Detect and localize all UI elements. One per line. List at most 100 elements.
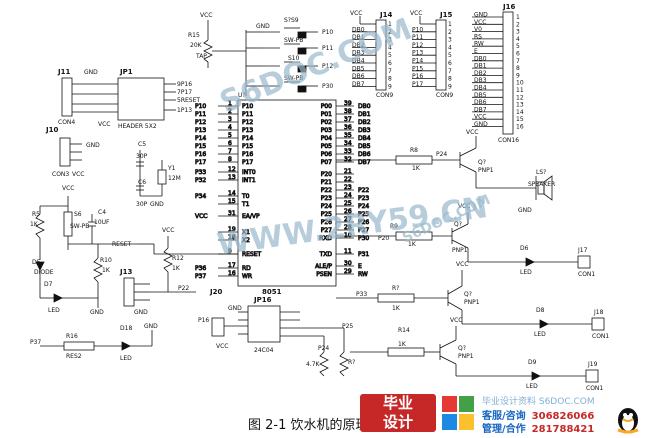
mcu-pin-name-right: P27 xyxy=(321,227,332,234)
mcu-net-right: DB6 xyxy=(358,151,371,158)
lcd-pin-number: 9 xyxy=(516,72,520,79)
d6-ref: D6 xyxy=(520,245,529,252)
header-pin-net: DB7 xyxy=(352,81,365,88)
mcu-net-left: P34 xyxy=(195,193,206,200)
y1-ref: Y1 xyxy=(167,165,176,172)
j14-vcc: VCC xyxy=(350,10,362,17)
mcu-net-right: P25 xyxy=(358,211,369,218)
lcd-pin-number: 10 xyxy=(516,80,524,87)
mcu-net-left: P11 xyxy=(195,111,206,118)
header-pin-net: DB0 xyxy=(352,26,365,33)
relay1-q-ref: Q? xyxy=(454,221,462,228)
r8-ref: R8 xyxy=(410,147,418,154)
mcu-pin-num-left: 14 xyxy=(228,190,236,197)
mcu-pin-name-left: EA/VP xyxy=(242,213,260,220)
d7-ref: D7 xyxy=(44,281,53,288)
switch-s9-ref: S?S9 xyxy=(284,17,299,24)
lcd-pin-net: RW xyxy=(474,41,484,48)
header-pin-number: 9 xyxy=(448,83,452,90)
reset-net: RESET xyxy=(112,241,132,248)
power-led-net: P37 xyxy=(30,339,41,346)
j20-connector-body xyxy=(211,317,225,337)
r9-ref: R9 xyxy=(390,223,398,230)
mcu-pin-num-left: 3 xyxy=(228,116,232,123)
d9-part: LED xyxy=(526,383,538,390)
j15-vcc: VCC xyxy=(410,10,422,17)
r8-value: 1K xyxy=(412,165,421,172)
j13-connector-body xyxy=(123,277,135,307)
j19-part: CON1 xyxy=(586,385,603,392)
switch-s9-net: P10 xyxy=(322,29,333,36)
d9-led xyxy=(531,371,541,381)
r12-ref: R12 xyxy=(172,255,184,262)
header-pin-net: P10 xyxy=(412,26,423,33)
eeprom-vcc: VCC xyxy=(216,343,228,350)
header-pin-net: DB2 xyxy=(352,42,365,49)
mcu-pin-name-left: INT0 xyxy=(242,169,256,176)
header-pin-number: 5 xyxy=(388,52,392,59)
c5-ref: C5 xyxy=(138,141,146,148)
mcu-net-right: P24 xyxy=(358,203,369,210)
j10-part: CON3 xyxy=(52,171,69,178)
r16-resistor xyxy=(63,341,95,351)
mcu-pin-num-right: 29 xyxy=(344,268,352,275)
r-pullup-1 xyxy=(319,351,329,377)
mcu-net-left: VCC xyxy=(195,213,207,220)
header-pin-net: DB6 xyxy=(352,73,365,80)
j20-ref: J20 xyxy=(209,288,222,296)
sensor-vcc: VCC xyxy=(162,227,174,234)
lcd-pin-number: 12 xyxy=(516,94,524,101)
mcu-pin-num-left: 1 xyxy=(228,100,232,107)
mcu-pin-num-right: 33 xyxy=(344,148,352,155)
lcd-pin-net: V0 xyxy=(474,26,482,33)
mcu-pin-name-right: RXD xyxy=(319,235,332,242)
d18-part: LED xyxy=(120,355,132,362)
relay2-q-ref: Q? xyxy=(464,291,472,298)
eeprom-part: 24C04 xyxy=(254,347,274,354)
switch-s-2 xyxy=(262,43,318,55)
header-pin-net: DB5 xyxy=(352,65,365,72)
mcu-pin-num-left: 8 xyxy=(228,156,232,163)
mcu-pin-num-left: 16 xyxy=(228,270,236,277)
header-pin-net: P11 xyxy=(412,34,423,41)
c6-ref: C6 xyxy=(138,179,146,186)
mcu-net-right: DB2 xyxy=(358,119,371,126)
header-pin-net: P17 xyxy=(412,81,423,88)
s6-part: SW-PB xyxy=(70,223,89,230)
mcu-pin-num-right: 30 xyxy=(344,260,352,267)
lcd-pin-net: DB4 xyxy=(474,85,487,92)
j19-connector-body xyxy=(585,369,599,383)
mcu-pin-num-right: 10 xyxy=(344,232,352,239)
y1-value: 12M xyxy=(168,175,181,182)
eeprom-net: P16 xyxy=(198,317,209,324)
r10-resistor xyxy=(93,257,103,283)
mcu-net-right: DB7 xyxy=(358,159,371,166)
ad-service-label: 客服/咨询 xyxy=(482,411,526,422)
mcu-body xyxy=(237,99,337,287)
eeprom-p25: P25 xyxy=(342,323,353,330)
relay3-q-ref: Q? xyxy=(458,345,466,352)
d5-diode xyxy=(35,261,45,271)
j11-ref: J11 xyxy=(57,68,70,76)
r10-ref: R10 xyxy=(100,257,112,264)
r5-ref: R5 xyxy=(32,211,40,218)
relay2-net: P33 xyxy=(356,291,367,298)
r16-ref: R16 xyxy=(66,333,78,340)
mcu-net-right: DB5 xyxy=(358,143,371,150)
r9-value: 1K xyxy=(408,241,417,248)
r-relay2-ref: R? xyxy=(392,285,399,292)
switch-s2-ref: SW-PB xyxy=(284,37,303,44)
j10-connector-body xyxy=(59,137,71,167)
header-pin-net: DB4 xyxy=(352,58,365,65)
ad-logo-line2: 设计 xyxy=(382,413,413,431)
j17-ref: J17 xyxy=(577,247,588,254)
header-pin-number: 9 xyxy=(388,83,392,90)
r15-value: 20K xyxy=(190,42,203,49)
lcd-pin-net: DB0 xyxy=(474,55,487,62)
mcu-pin-num-left: 13 xyxy=(228,174,236,181)
lcd-pin-net: DB5 xyxy=(474,92,487,99)
relay3-vcc: VCC xyxy=(450,317,462,324)
d5-ref: D5 xyxy=(32,259,41,266)
